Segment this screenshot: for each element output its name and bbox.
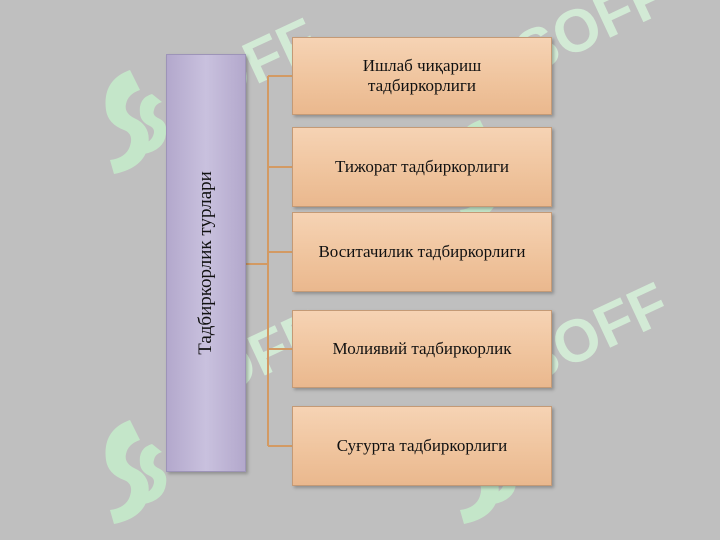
root-node-label: Тадбиркорлик турлари xyxy=(195,171,216,355)
child-node-insurance: Суғурта тадбиркорлиги xyxy=(292,406,552,486)
child-node-production: Ишлаб чиқариш тадбиркорлиги xyxy=(292,37,552,115)
child-node-commerce: Тижорат тадбиркорлиги xyxy=(292,127,552,207)
root-node: Тадбиркорлик турлари xyxy=(166,54,246,472)
child-node-label: Воситачилик тадбиркорлиги xyxy=(318,242,526,261)
child-node-label: Молиявий тадбиркорлик xyxy=(332,339,512,358)
child-node-label: Тижорат тадбиркорлиги xyxy=(334,157,510,176)
child-node-label: Суғурта тадбиркорлиги xyxy=(336,436,508,455)
child-node-label: Ишлаб чиқариш тадбиркорлиги xyxy=(362,56,482,95)
soff-logo-icon xyxy=(105,420,167,524)
child-node-financial: Молиявий тадбиркорлик xyxy=(292,310,552,388)
soff-logo-icon xyxy=(105,70,167,174)
child-node-intermediary: Воситачилик тадбиркорлиги xyxy=(292,212,552,292)
